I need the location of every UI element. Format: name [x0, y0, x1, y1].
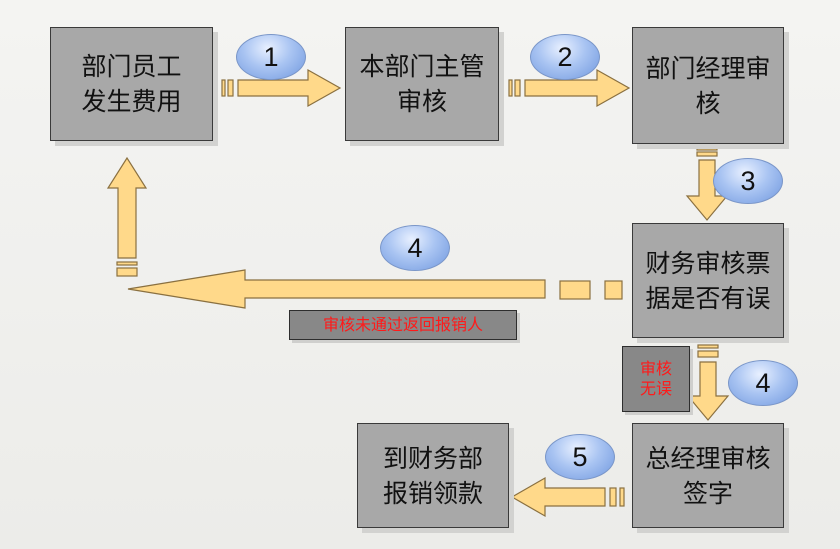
step-badge-4-rejected: 4 — [380, 225, 450, 271]
node-reimburse: 到财务部 报销领款 — [357, 423, 509, 528]
approved-label: 审核 无误 — [622, 346, 690, 412]
arrow-4-rejected — [127, 269, 623, 309]
step-badge-3: 3 — [713, 158, 783, 204]
node-finance-check: 财务审核票 据是否有误 — [632, 223, 784, 338]
arrow-1 — [221, 68, 342, 108]
arrow-3 — [685, 146, 729, 221]
arrow-2 — [508, 68, 631, 108]
rejected-label: 审核未通过返回报销人 — [289, 310, 517, 340]
node-dept-manager: 部门经理审 核 — [632, 27, 784, 144]
step-badge-4-approved: 4 — [728, 360, 798, 406]
step-badge-5: 5 — [545, 434, 615, 480]
node-dept-supervisor: 本部门主管 审核 — [345, 27, 499, 141]
node-employee: 部门员工 发生费用 — [50, 27, 213, 141]
arrow-up-return — [106, 156, 148, 277]
step-badge-1: 1 — [236, 34, 306, 80]
step-badge-2: 2 — [530, 34, 600, 80]
node-gm-sign: 总经理审核 签字 — [632, 423, 784, 528]
arrow-5 — [510, 476, 625, 518]
arrow-4-approved — [686, 344, 730, 421]
